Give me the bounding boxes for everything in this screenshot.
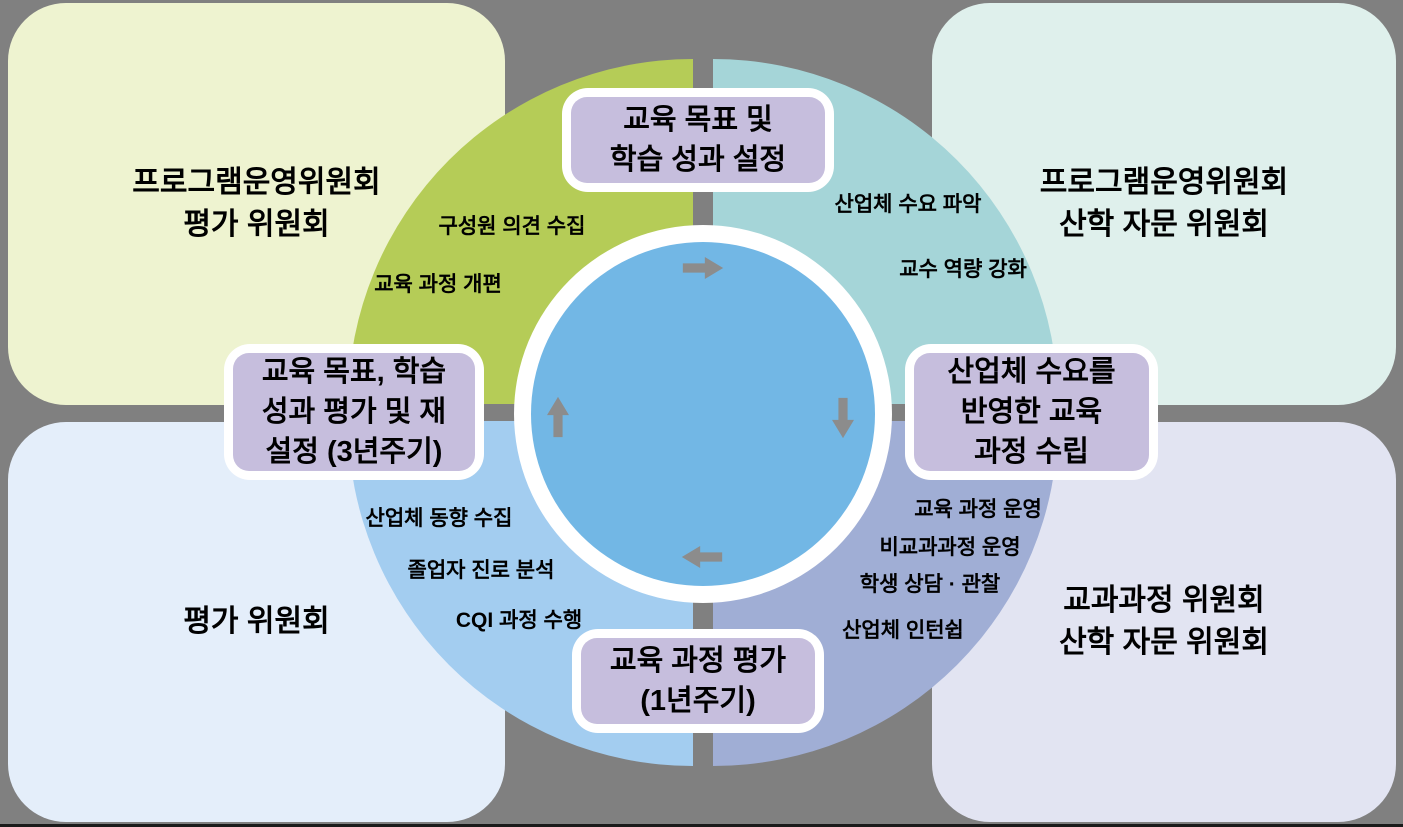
stage-label-bottom: 교육 과정 평가 (1년주기) xyxy=(572,629,824,733)
activity-item: 비교과과정 운영 xyxy=(879,536,1021,559)
committee-title-line: 교과과정 위원회 xyxy=(1063,584,1265,617)
arrow-down-icon xyxy=(832,397,854,439)
committee-title-line: 평가 위원회 xyxy=(183,605,330,638)
activity-item: 교수 역량 강화 xyxy=(899,258,1027,281)
stage-label-line: 교육 목표 및 xyxy=(623,104,773,136)
committee-title: 평가 위원회 xyxy=(183,601,329,643)
activity-item: 산업체 인턴쉽 xyxy=(842,619,964,642)
stage-label-line: 과정 수립 xyxy=(974,436,1089,468)
stage-label-line: (1년주기) xyxy=(640,685,756,717)
activity-item: 학생 상담 · 관찰 xyxy=(859,573,1001,596)
stage-label-text: 교육 목표, 학습 성과 평가 및 재 설정 (3년주기) xyxy=(233,353,475,471)
committee-title-line: 산학 자문 위원회 xyxy=(1059,626,1269,659)
stage-label-line: 성과 평가 및 재 xyxy=(261,396,447,428)
committee-title: 교과과정 위원회 산학 자문 위원회 xyxy=(1059,580,1269,664)
activity-item: 산업체 수요 파악 xyxy=(834,193,982,216)
stage-label-text: 산업체 수요를 반영한 교육 과정 수립 xyxy=(914,353,1149,471)
activity-item: 졸업자 진로 분석 xyxy=(407,559,555,582)
activity-item: 교육 과정 개편 xyxy=(374,273,502,296)
activity-item: 교육 과정 운영 xyxy=(914,498,1042,521)
activity-item: 산업체 동향 수집 xyxy=(365,507,513,530)
committee-title-line: 평가 위원회 xyxy=(183,208,330,241)
stage-label-line: 설정 (3년주기) xyxy=(265,436,443,468)
committee-title-line: 프로그램운영위원회 xyxy=(132,166,381,199)
activity-item: 구성원 의견 수집 xyxy=(438,215,586,238)
stage-label-top: 교육 목표 및 학습 성과 설정 xyxy=(562,88,834,192)
stage-label-line: 산업체 수요를 xyxy=(947,356,1116,388)
stage-label-line: 교육 목표, 학습 xyxy=(261,356,447,388)
stage-label-line: 학습 성과 설정 xyxy=(609,144,787,176)
arrow-left-icon xyxy=(681,546,723,568)
cycle-center-circle xyxy=(531,242,875,586)
stage-label-left: 교육 목표, 학습 성과 평가 및 재 설정 (3년주기) xyxy=(224,344,484,480)
bottom-edge-line xyxy=(0,824,1403,827)
committee-title-line: 프로그램운영위원회 xyxy=(1039,166,1289,199)
arrow-up-icon xyxy=(547,396,569,438)
arrow-right-icon xyxy=(682,257,724,279)
stage-label-text: 교육 과정 평가 (1년주기) xyxy=(581,638,815,724)
stage-label-line: 교육 과정 평가 xyxy=(609,645,787,677)
committee-title-line: 산학 자문 위원회 xyxy=(1059,208,1269,241)
stage-label-right: 산업체 수요를 반영한 교육 과정 수립 xyxy=(905,344,1158,480)
committee-title: 프로그램운영위원회 산학 자문 위원회 xyxy=(1040,162,1288,246)
stage-label-text: 교육 목표 및 학습 성과 설정 xyxy=(571,97,825,183)
committee-title: 프로그램운영위원회 평가 위원회 xyxy=(132,162,380,246)
activity-item: CQI 과정 수행 xyxy=(455,609,583,632)
stage-label-line: 반영한 교육 xyxy=(960,396,1103,428)
